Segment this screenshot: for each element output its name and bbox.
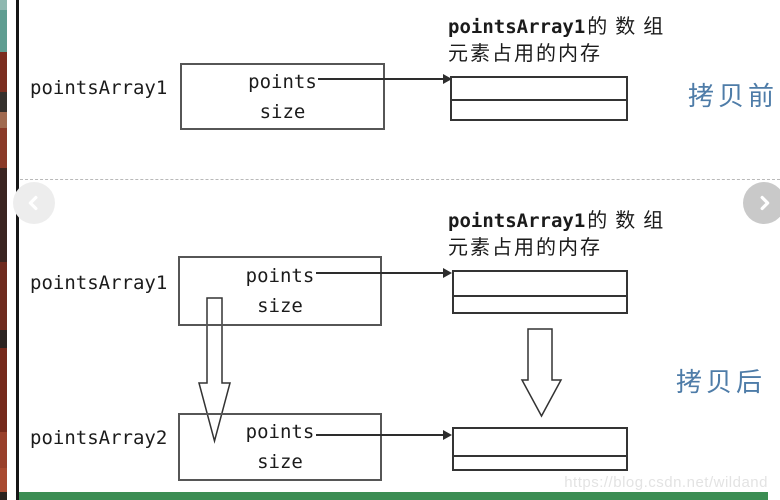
struct-field-size: size [257, 295, 303, 317]
var-label-pointsarray2: pointsArray2 [30, 427, 168, 449]
carousel-prev-button[interactable] [13, 182, 55, 224]
strip-segment [0, 52, 7, 92]
pointer-line [316, 434, 443, 436]
memory-caption-line2: 元素占用的内存 [448, 43, 602, 65]
memory-caption-line2: 元素占用的内存 [448, 237, 602, 259]
background-page-sliver [0, 0, 7, 500]
strip-segment [0, 168, 7, 262]
struct-box-pointsarray1: points size [178, 256, 382, 326]
strip-segment [0, 330, 7, 348]
struct-box-pointsarray2: points size [178, 413, 382, 481]
struct-field-points: points [248, 70, 317, 93]
pointer-line [318, 78, 443, 80]
bottom-green-bar [19, 492, 768, 500]
pointer-arrowhead-icon [443, 268, 452, 278]
struct-field-size: size [259, 100, 306, 123]
struct-field-points: points [245, 421, 315, 443]
memory-cell-divider [454, 295, 626, 297]
strip-segment [0, 348, 7, 432]
strip-segment [0, 432, 7, 468]
memory-caption-cn: 的数组 [587, 210, 672, 232]
memory-cells-box-1 [452, 270, 628, 314]
strip-segment [0, 468, 7, 492]
down-arrow-memory-copy-icon [520, 328, 563, 418]
memory-caption-cn: 的数组 [587, 16, 672, 38]
var-label-pointsarray1: pointsArray1 [30, 272, 168, 294]
strip-segment [0, 112, 7, 128]
strip-segment [0, 92, 7, 112]
carousel-next-button[interactable] [743, 182, 780, 224]
memory-cell-divider [454, 455, 626, 457]
struct-box-pointsarray1: points size [180, 63, 385, 130]
strip-segment [0, 10, 7, 52]
section-divider-dashed [20, 179, 780, 180]
memory-caption-code: pointsArray1 [448, 16, 586, 38]
strip-segment [0, 262, 7, 330]
struct-field-points: points [245, 265, 315, 287]
memory-cells-box-2 [452, 427, 628, 471]
csdn-watermark: https://blog.csdn.net/wildand [564, 474, 768, 491]
strip-segment [0, 0, 7, 10]
strip-segment [0, 492, 7, 500]
stage-label-after-copy: 拷贝后 [676, 368, 767, 397]
strip-segment [0, 128, 7, 168]
pointer-arrowhead-icon [443, 430, 452, 440]
chevron-left-icon [28, 195, 38, 211]
viewer-left-border [16, 0, 19, 500]
memory-cells-box [450, 76, 628, 121]
memory-cell-divider [452, 99, 626, 101]
var-label-pointsarray1: pointsArray1 [30, 77, 168, 99]
pointer-line [316, 272, 443, 274]
stage-label-before-copy: 拷贝前 [688, 82, 779, 111]
struct-field-size: size [257, 451, 303, 473]
chevron-right-icon [760, 195, 770, 211]
pointer-arrowhead-icon [443, 74, 452, 84]
memory-caption-code: pointsArray1 [448, 210, 586, 232]
